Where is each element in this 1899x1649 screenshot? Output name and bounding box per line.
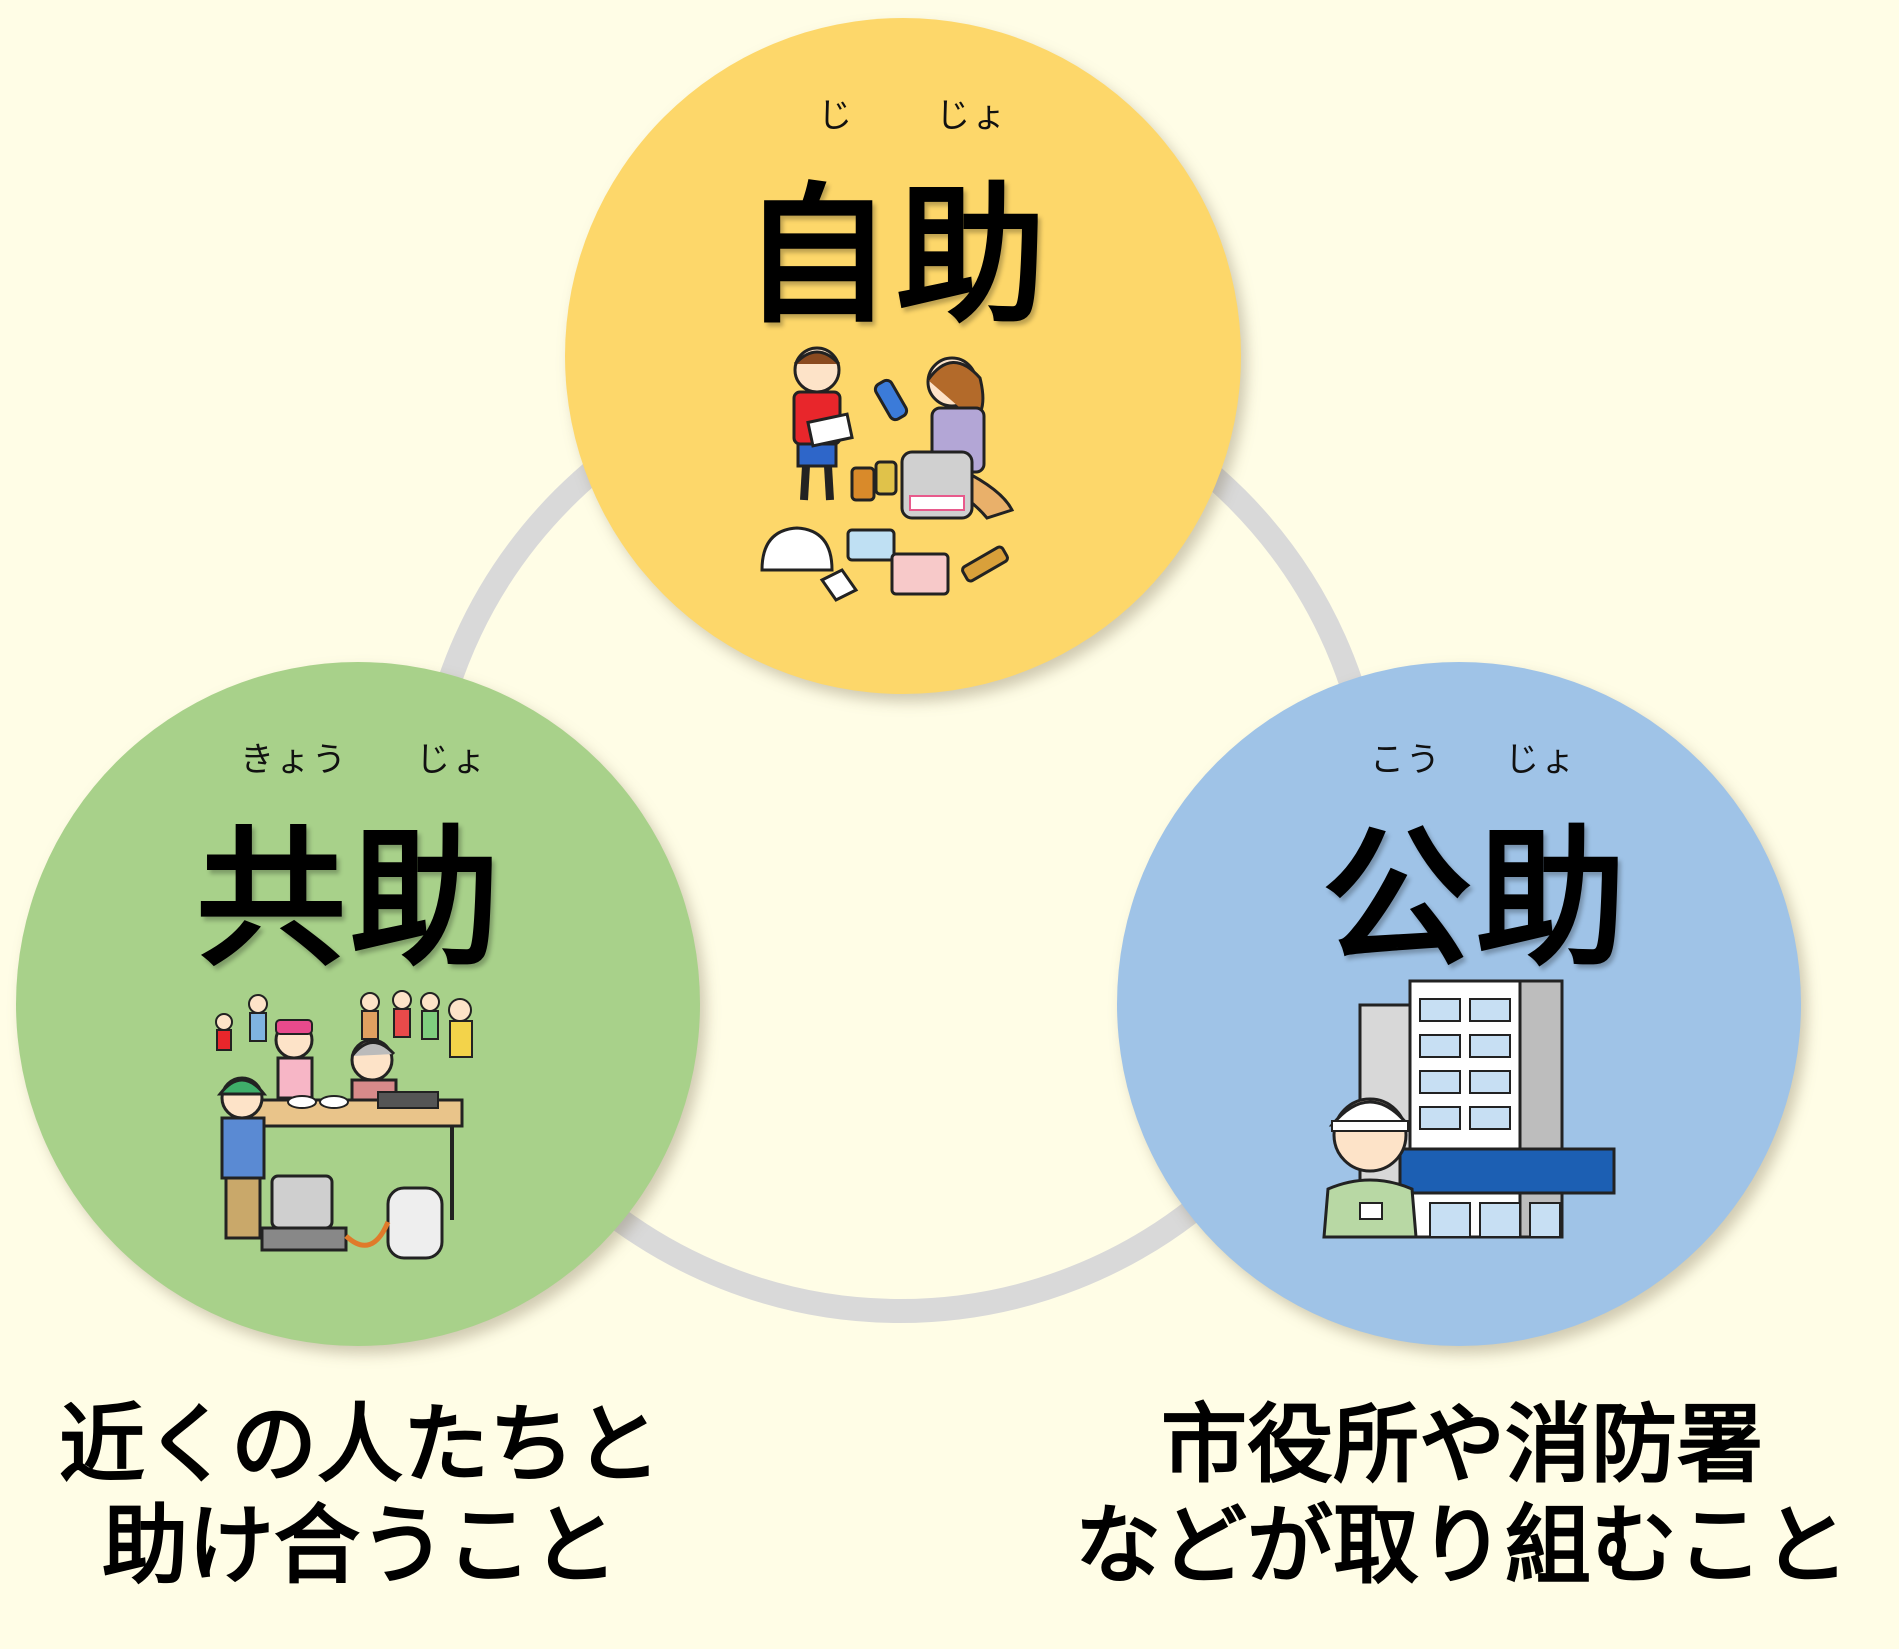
jijo-ruby-ji: じ: [818, 96, 854, 136]
kojo-caption-line1: 市役所や消防署: [1161, 1395, 1763, 1495]
kyojo-illustration: [215, 990, 473, 1260]
kojo-caption-line2: などが取り組むこと: [1075, 1496, 1849, 1597]
kojo-ruby-jo: じょ: [1505, 740, 1577, 780]
kyojo-caption-line2: 助け合うこと: [102, 1496, 618, 1597]
jijo-ruby-jo: じょ: [936, 96, 1008, 136]
kojo-ruby-kou: こう: [1370, 740, 1442, 780]
kojo-caption: 市役所や消防署 などが取り組むこと: [1052, 1395, 1872, 1598]
jijo-illustration: [760, 346, 1015, 602]
kyojo-ruby-kyo: きょう: [240, 740, 348, 780]
kyojo-circle: [16, 662, 700, 1346]
kojo-illustration: [1322, 979, 1616, 1239]
kyojo-caption-line1: 近くの人たちと: [59, 1395, 661, 1495]
kyojo-ruby-jo: じょ: [416, 740, 488, 780]
kyojo-caption: 近くの人たちと 助け合うこと: [40, 1395, 680, 1598]
kojo-title: 公助: [1322, 813, 1631, 987]
kyojo-title: 共助: [196, 813, 505, 987]
jijo-title: 自助: [742, 170, 1051, 344]
